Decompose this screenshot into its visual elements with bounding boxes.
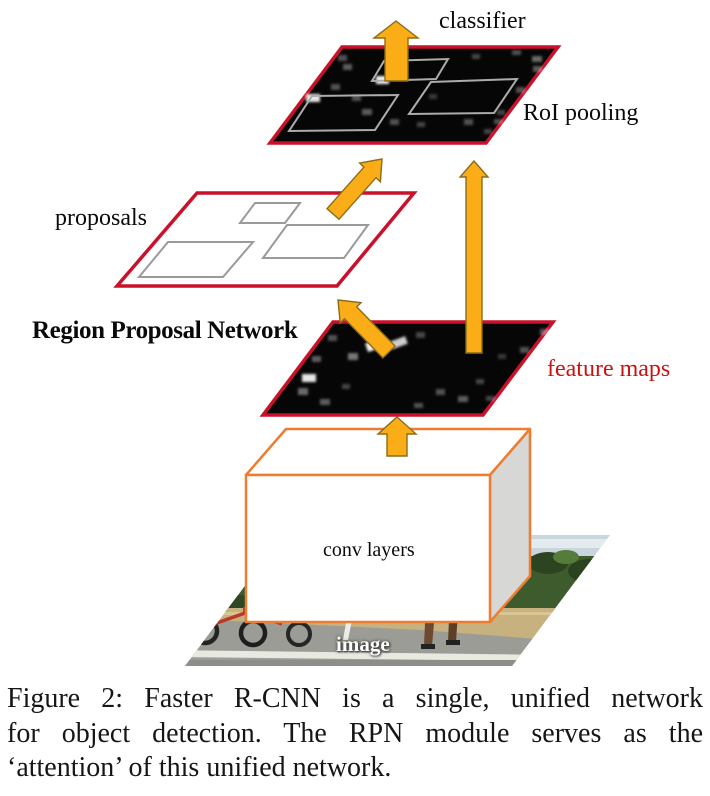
roi-box (370, 57, 450, 83)
label-region-proposal-network: Region Proposal Network (32, 317, 298, 344)
conv-layers-box (244, 427, 532, 624)
proposals-plane (113, 191, 418, 288)
arrow-roipooling-to-classifier (371, 20, 421, 82)
photo-road-dark (185, 660, 610, 666)
roi-pooling-plane (266, 45, 562, 145)
label-proposals: proposals (55, 205, 147, 231)
arrow-featuremaps-to-roipooling (458, 159, 490, 354)
photo-shoe (421, 644, 435, 649)
label-feature-maps: feature maps (547, 356, 671, 382)
faster-rcnn-diagram: classifier RoI pooling proposals Region … (32, 8, 671, 666)
conv-box-front-face (244, 473, 492, 624)
figure-caption: Figure 2: Faster R-CNN is a single, unif… (7, 682, 703, 786)
label-image: image (336, 632, 390, 656)
photo-shoe (446, 640, 460, 645)
photo-tree-light (553, 550, 579, 564)
proposal-box (136, 241, 256, 278)
proposal-box (261, 224, 370, 259)
photo-tree-shade (568, 559, 610, 583)
caption-line-2: for object detection. The RPN module ser… (7, 717, 703, 749)
caption-line-1: Figure 2: Faster R-CNN is a single, unif… (7, 683, 703, 714)
roi-box (287, 93, 400, 133)
feature-maps-surface (259, 320, 557, 417)
label-classifier: classifier (439, 8, 526, 34)
arrow-conv-to-featuremaps (376, 416, 418, 457)
arrow-proposals-to-roipooling (326, 158, 383, 221)
photo-road-line (185, 650, 610, 662)
roi-pooling-surface (266, 45, 562, 145)
label-conv-layers: conv layers (323, 539, 415, 561)
caption-line-3: ‘attention’ of this unified network. (7, 752, 392, 784)
feature-maps-plane (259, 320, 557, 417)
diagram-canvas (113, 20, 610, 666)
arrow-rpn-to-proposals (337, 299, 397, 359)
label-roi-pooling: RoI pooling (523, 100, 639, 126)
proposal-box (238, 202, 302, 224)
roi-box (407, 77, 519, 116)
